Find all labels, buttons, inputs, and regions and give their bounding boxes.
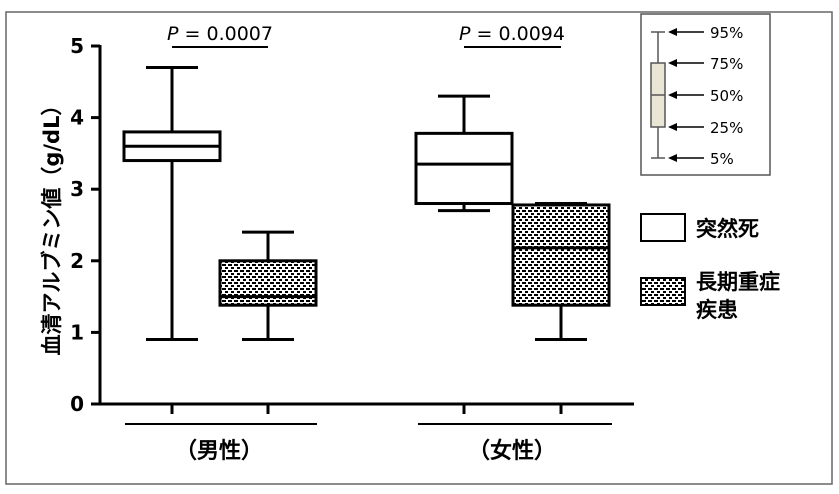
key-arrows: 95% 75% 50% 25% 5% (668, 24, 743, 168)
key-label: 95% (710, 24, 743, 42)
legend-label-long-term-illness-line1: 長期重症 (696, 270, 780, 294)
box-female-long-term-illness (511, 202, 611, 342)
key-label: 25% (710, 119, 743, 137)
iqr-box (511, 203, 611, 307)
legend-swatch-long-term-illness (640, 277, 686, 306)
key-label: 75% (710, 55, 743, 73)
legend-label-sudden-death: 突然死 (696, 217, 759, 241)
y-tick-label: 3 (70, 177, 84, 201)
p-values: P = 0.0007 P = 0.0094 (167, 23, 565, 48)
legend-swatch-sudden-death (640, 213, 686, 242)
y-tick-label: 4 (70, 106, 84, 130)
y-tick-label: 2 (70, 249, 84, 273)
group-label-female: （女性） (468, 438, 556, 464)
key-arrowhead (668, 59, 677, 67)
percentile-key: 95% 75% 50% 25% 5% (640, 13, 771, 176)
y-tick-label: 1 (70, 320, 84, 344)
iqr-box (414, 131, 514, 206)
key-arrowhead (668, 91, 677, 99)
key-arrowhead (668, 123, 677, 131)
iqr-box (218, 259, 318, 307)
group-label-male: （男性） (175, 439, 263, 464)
figure-border (5, 11, 833, 485)
legend-label-long-term-illness-line2: 疾患 (696, 298, 738, 322)
boxes (122, 65, 611, 342)
p-value-label: P = 0.0007 (167, 23, 273, 45)
y-tick-label: 5 (70, 34, 84, 58)
y-axis-label: 血清アルブミン値（g/dL） (40, 95, 64, 356)
box-male-long-term-illness (218, 230, 318, 342)
axes: 0 1 2 3 4 5 (70, 34, 634, 425)
key-arrowhead (668, 154, 677, 162)
key-label: 50% (710, 87, 743, 105)
key-label: 5% (710, 150, 734, 168)
legend: 突然死 長期重症 疾患 (640, 213, 780, 322)
box-male-sudden-death (122, 65, 222, 342)
key-arrowhead (668, 28, 677, 36)
p-value-label: P = 0.0094 (459, 23, 565, 45)
y-tick-label: 0 (70, 392, 84, 416)
box-female-sudden-death (414, 94, 514, 213)
